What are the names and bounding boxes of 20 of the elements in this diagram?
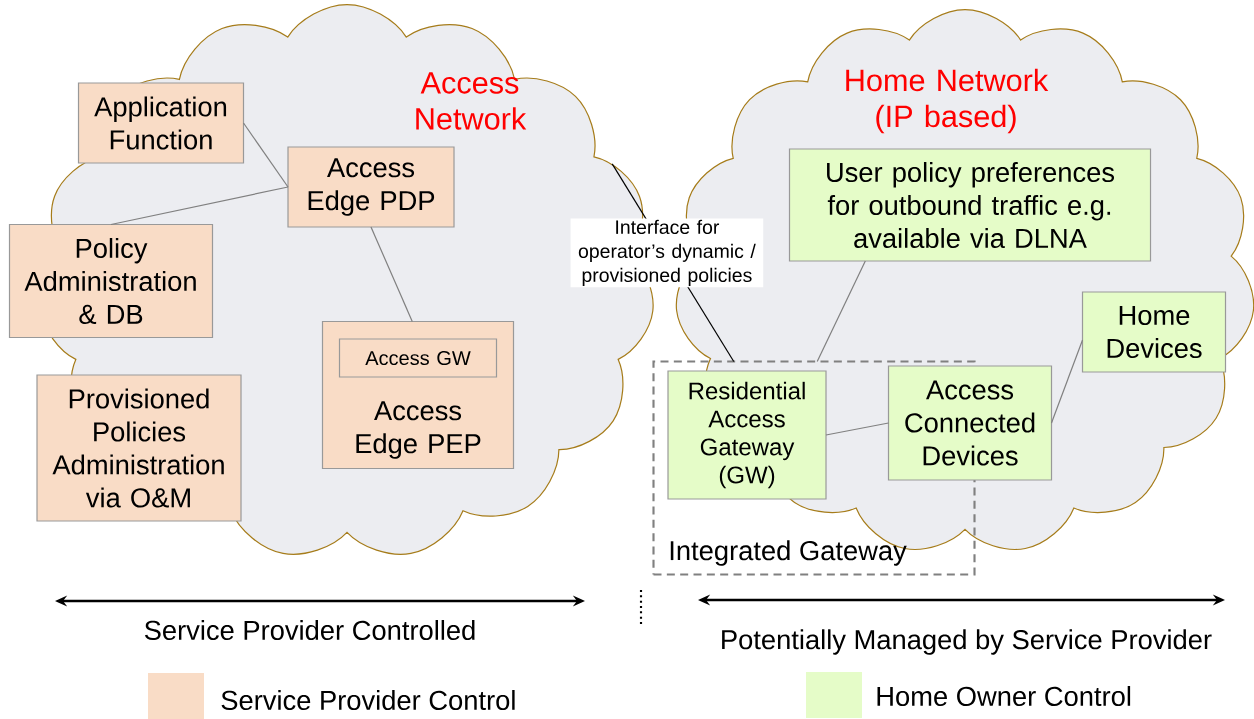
inner-box: Access GW: [338, 338, 498, 378]
process-box: Residential Access Gateway (GW): [667, 370, 827, 500]
process-box: Application Function: [77, 82, 245, 164]
process-box: Access Edge PDP: [287, 146, 455, 228]
connector-line: [825, 422, 890, 436]
process-box: User policy preferences for outbound traffic e.g. available via DLNA: [788, 148, 1152, 262]
legend-label: Service Provider Control: [221, 690, 515, 711]
connector-line: [110, 186, 289, 226]
connector-line: [816, 260, 866, 363]
process-box: Policy Administration & DB: [8, 223, 214, 339]
legend-label: Home Owner Control: [877, 686, 1131, 707]
connector-line: [370, 226, 413, 323]
edge-label: Interface for operator’s dynamic / provisioned policies: [570, 218, 764, 288]
scope-label: Potentially Managed by Service Provider: [722, 629, 1212, 655]
process-box: Access Connected Devices: [887, 365, 1053, 481]
connector-line: [1050, 339, 1084, 424]
scope-label: Service Provider Controlled: [144, 620, 475, 641]
connector-line: [242, 122, 289, 188]
process-box: Provisioned Policies Administration via O&M: [36, 374, 242, 522]
process-box: Home Devices: [1081, 291, 1227, 373]
